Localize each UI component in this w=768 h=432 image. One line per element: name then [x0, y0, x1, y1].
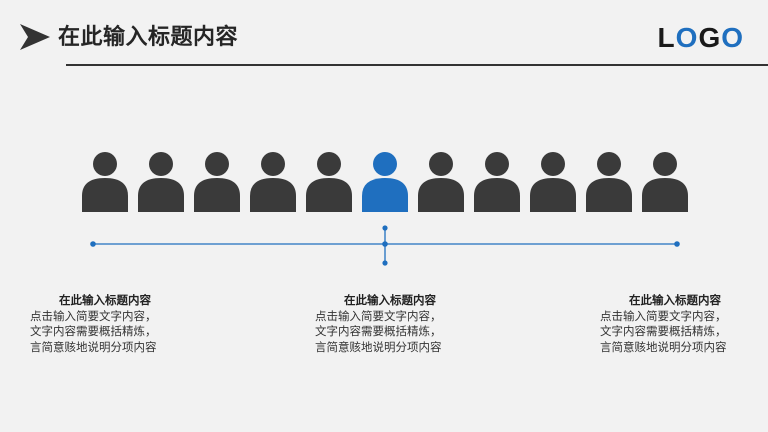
person-icon	[474, 150, 520, 214]
column-line: 言简意赅地说明分项内容	[30, 339, 157, 354]
person-icon	[138, 150, 184, 214]
timeline-dot-right	[674, 241, 680, 247]
timeline-marker-center	[382, 241, 388, 247]
person-icon	[306, 150, 352, 214]
column-line: 文字内容需要概括精炼，	[315, 324, 442, 338]
person-icon	[530, 150, 576, 214]
person-icon-highlighted	[362, 150, 408, 214]
column-line: 点击输入简要文字内容，	[30, 308, 157, 323]
person-icon	[418, 150, 464, 214]
timeline-dot-left	[90, 241, 96, 247]
column-title: 在此输入标题内容	[629, 293, 721, 307]
page-title: 在此输入标题内容	[58, 25, 239, 50]
column-line: 言简意赅地说明分项内容	[315, 339, 442, 354]
column-line: 点击输入简要文字内容，	[315, 308, 442, 323]
header-divider	[66, 64, 768, 66]
info-column-2: 在此输入标题内容 点击输入简要文字内容， 文字内容需要概括精炼， 言简意赅地说明…	[315, 293, 465, 355]
people-row	[0, 150, 768, 216]
column-line: 文字内容需要概括精炼，	[600, 324, 727, 338]
person-icon	[642, 150, 688, 214]
logo: LOGO	[657, 22, 744, 53]
column-title: 在此输入标题内容	[344, 293, 436, 307]
timeline-marker-top	[382, 225, 388, 231]
info-column-3: 在此输入标题内容 点击输入简要文字内容， 文字内容需要概括精炼， 言简意赅地说明…	[600, 293, 750, 355]
person-icon	[82, 150, 128, 214]
person-icon	[194, 150, 240, 214]
person-icon	[250, 150, 296, 214]
timeline	[90, 225, 680, 266]
info-column-1: 在此输入标题内容 点击输入简要文字内容， 文字内容需要概括精炼， 言简意赅地说明…	[30, 293, 180, 355]
column-line: 点击输入简要文字内容，	[600, 308, 727, 323]
column-title: 在此输入标题内容	[59, 293, 151, 307]
arrow-icon	[20, 24, 50, 50]
person-icon	[586, 150, 632, 214]
column-line: 言简意赅地说明分项内容	[600, 339, 727, 354]
timeline-marker-bottom	[382, 260, 388, 266]
column-line: 文字内容需要概括精炼，	[30, 324, 157, 338]
